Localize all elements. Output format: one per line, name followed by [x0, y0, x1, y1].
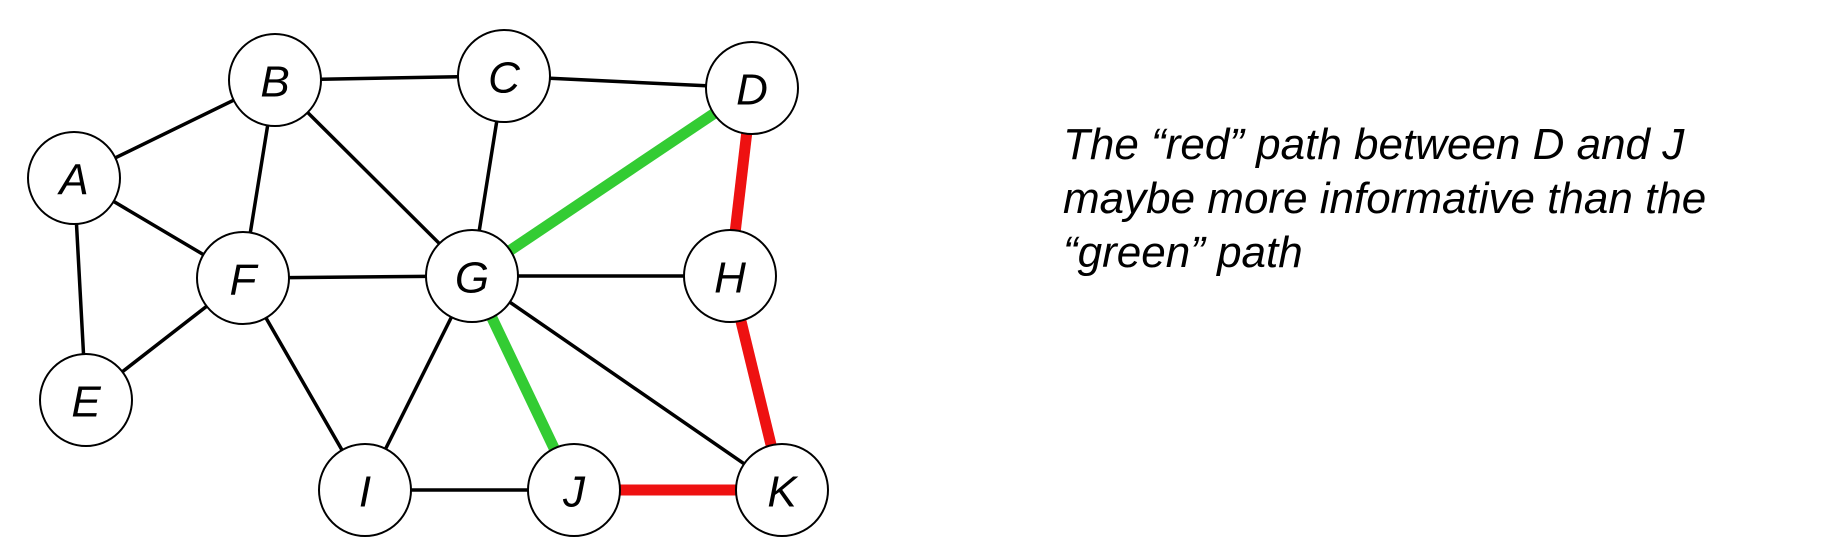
edge-g-k: [508, 300, 746, 466]
node-label: G: [455, 254, 489, 303]
caption-line-3: “green” path: [1063, 228, 1303, 277]
node-c: C: [457, 29, 551, 123]
edge-a-e: [74, 222, 86, 356]
caption-text: The “red” path between D and J maybe mor…: [1063, 118, 1823, 280]
node-label: F: [230, 256, 259, 305]
node-label: B: [260, 58, 289, 107]
graph-nodes: A B C D E F G H I J K: [27, 29, 829, 537]
node-circle: [457, 29, 551, 123]
graph-diagram: A B C D E F G H I J K: [27, 29, 829, 537]
graph-edges: [74, 75, 777, 496]
edge-e-f: [120, 304, 209, 374]
node-d: D: [705, 41, 799, 135]
node-circle: [683, 229, 777, 323]
edge-d-h-red: [729, 133, 753, 231]
node-circle: [318, 443, 412, 537]
node-circle: [425, 229, 519, 323]
node-label: J: [562, 468, 586, 517]
caption-line-2: maybe more informative than the: [1063, 174, 1707, 223]
edge-a-f: [111, 199, 206, 257]
node-label: A: [56, 156, 88, 205]
node-a: A: [27, 131, 121, 225]
edge-c-g: [477, 119, 499, 233]
node-circle: [527, 443, 621, 537]
node-label: K: [767, 468, 798, 517]
node-k: K: [735, 443, 829, 537]
edge-b-g: [305, 110, 442, 246]
edge-f-g: [287, 274, 428, 280]
caption-line-1: The “red” path between D and J: [1063, 120, 1685, 169]
node-circle: [228, 33, 322, 127]
node-circle: [39, 353, 133, 447]
node-circle: [705, 41, 799, 135]
edge-d-g-green: [507, 109, 717, 255]
node-label: C: [488, 54, 521, 103]
node-j: J: [527, 443, 621, 537]
node-label: I: [359, 468, 371, 517]
node-circle: [735, 443, 829, 537]
edge-g-j-green: [486, 315, 560, 451]
edge-f-i: [264, 316, 344, 452]
node-label: E: [71, 378, 101, 427]
edge-h-k-red: [735, 319, 777, 447]
node-circle: [27, 131, 121, 225]
node-h: H: [683, 229, 777, 323]
node-g: G: [425, 229, 519, 323]
edge-b-c: [319, 75, 460, 81]
edge-a-b: [113, 98, 236, 160]
node-f: F: [196, 231, 290, 325]
edge-b-f: [248, 123, 270, 235]
edge-g-i: [383, 315, 454, 451]
node-i: I: [318, 443, 412, 537]
node-b: B: [228, 33, 322, 127]
node-label: H: [714, 254, 746, 303]
node-label: D: [736, 66, 768, 115]
node-circle: [196, 231, 290, 325]
edge-c-d: [548, 76, 708, 88]
node-e: E: [39, 353, 133, 447]
